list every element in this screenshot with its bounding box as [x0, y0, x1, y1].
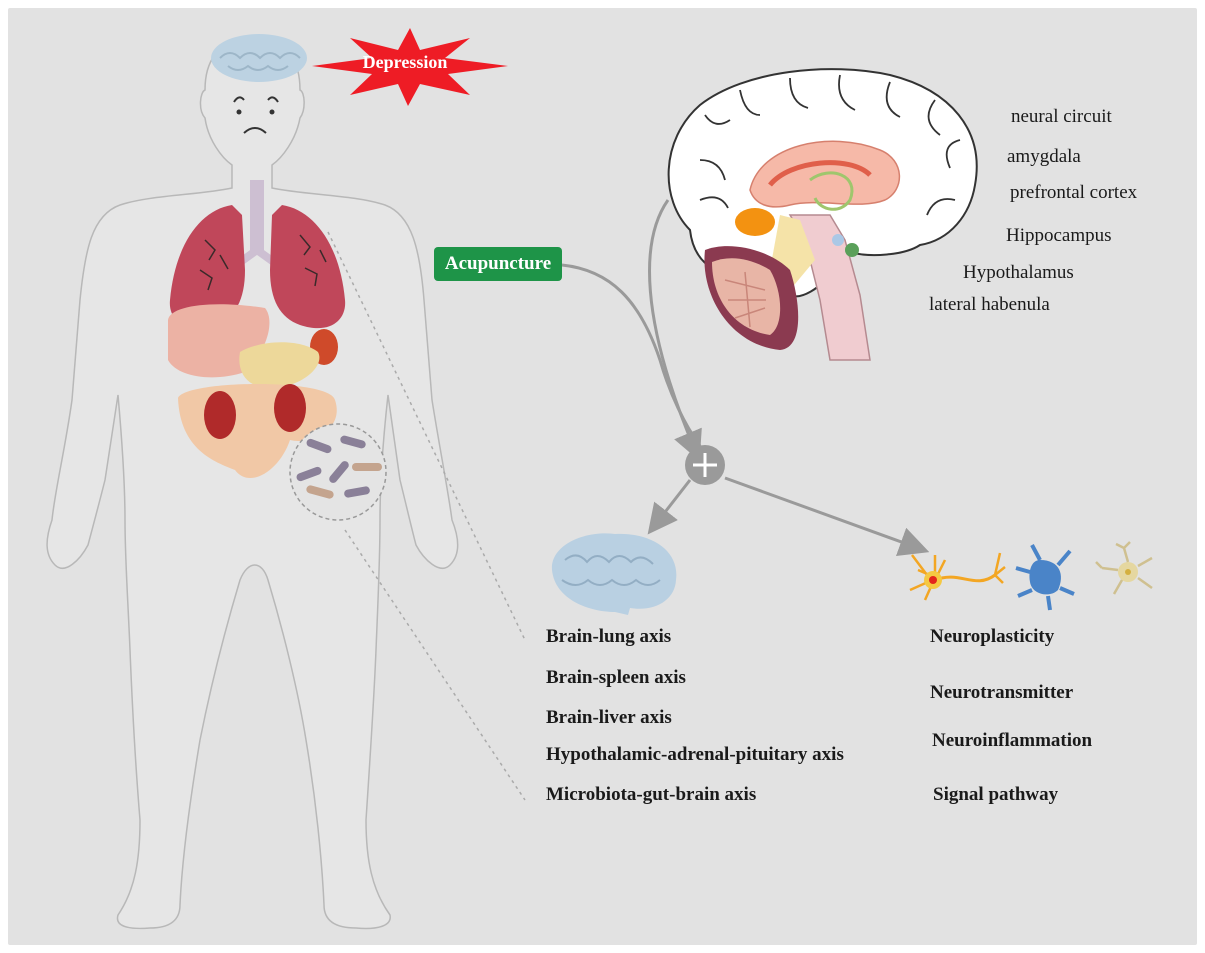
axis-item-brain-spleen: Brain-spleen axis [546, 667, 686, 689]
head-brain-icon [211, 34, 307, 82]
acupuncture-tag: Acupuncture [434, 247, 562, 281]
trachea [250, 180, 264, 255]
depression-label: Depression [350, 52, 460, 73]
axis-item-brain-lung: Brain-lung axis [546, 626, 671, 648]
mechanism-item-signal-pathway: Signal pathway [933, 784, 1058, 806]
region-label-prefrontal-cortex: prefrontal cortex [1010, 182, 1137, 204]
kidney-right-icon [274, 384, 306, 432]
region-label-lateral-habenula: lateral habenula [929, 294, 1050, 316]
region-label-hippocampus: Hippocampus [1006, 225, 1112, 247]
region-label-amygdala: amygdala [1007, 146, 1081, 168]
region-label-hypothalamus: Hypothalamus [963, 262, 1074, 284]
kidney-left-icon [204, 391, 236, 439]
mechanism-item-neuroinflammation: Neuroinflammation [932, 730, 1092, 752]
axis-item-hpa: Hypothalamic-adrenal-pituitary axis [546, 744, 844, 766]
plus-icon [685, 445, 725, 485]
region-label-neural-circuit: neural circuit [1011, 106, 1112, 128]
mechanism-item-neuroplasticity: Neuroplasticity [930, 626, 1054, 648]
axis-item-microbiota-gut-brain: Microbiota-gut-brain axis [546, 784, 756, 806]
mechanism-item-neurotransmitter: Neurotransmitter [930, 682, 1073, 704]
bacteria-icon [290, 424, 386, 520]
axis-item-brain-liver: Brain-liver axis [546, 707, 672, 729]
